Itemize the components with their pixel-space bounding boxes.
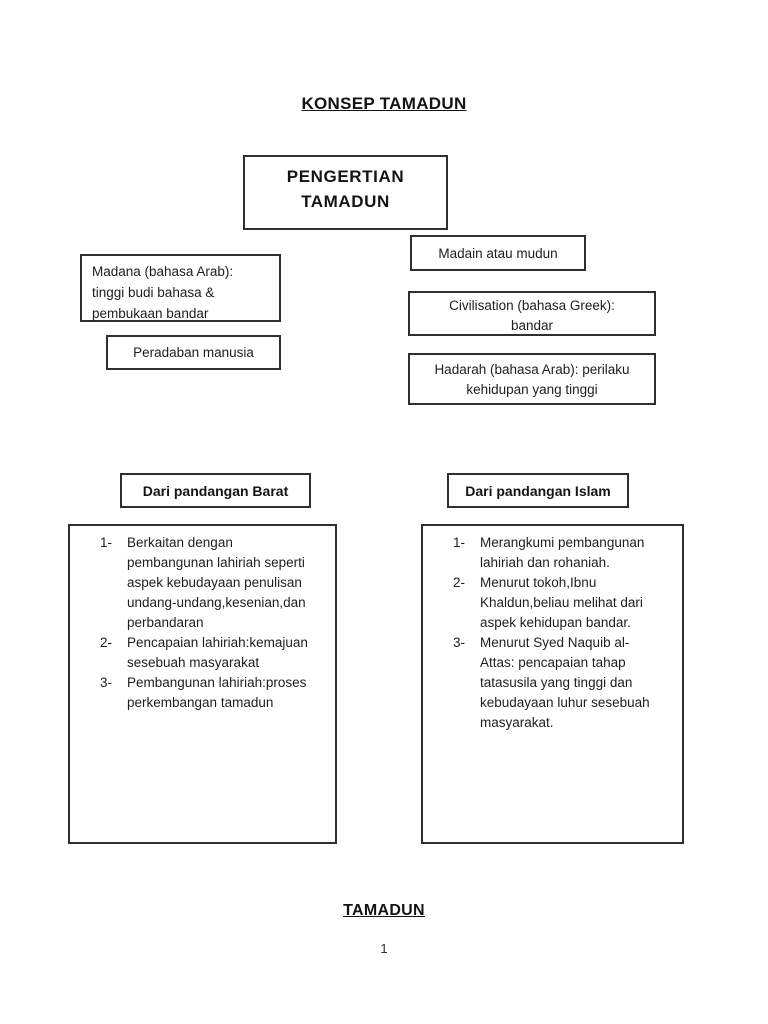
list-item-text: Menurut Syed Naquib al- Attas: pencapaia… xyxy=(480,635,650,730)
hadarah-bahasa-arab-box: Hadarah (bahasa Arab): perilaku kehidupa… xyxy=(408,353,656,405)
list-item-number: 2- xyxy=(100,635,113,650)
footer-heading: TAMADUN xyxy=(343,902,425,919)
page-title: KONSEP TAMADUN xyxy=(301,94,467,113)
list-item: 2- Pencapaian lahiriah:kemajuan sesebuah… xyxy=(100,633,327,673)
civilisation-bahasa-greek-box: Civilisation (bahasa Greek): bandar xyxy=(408,291,656,336)
list-item: 3- Menurut Syed Naquib al- Attas: pencap… xyxy=(453,633,674,733)
list-item-number: 1- xyxy=(453,535,466,550)
pengertian-tamadun-box: PENGERTIAN TAMADUN xyxy=(243,155,448,230)
peradaban-manusia-box: Peradaban manusia xyxy=(106,335,281,370)
list-item-number: 1- xyxy=(100,535,113,550)
islam-definition-box: 1- Merangkumi pembangunan lahiriah dan r… xyxy=(421,524,684,844)
list-item-text: Berkaitan dengan pembangunan lahiriah se… xyxy=(127,535,306,630)
heading-dari-pandangan-barat: Dari pandangan Barat xyxy=(120,473,311,508)
madana-bahasa-arab-box: Madana (bahasa Arab): tinggi budi bahasa… xyxy=(80,254,281,322)
page-number: 1 xyxy=(380,941,388,956)
list-item-text: Pembangunan lahiriah:proses perkembangan… xyxy=(127,675,307,710)
list-item: 2- Menurut tokoh,Ibnu Khaldun,beliau mel… xyxy=(453,573,674,633)
list-item: 3- Pembangunan lahiriah:proses perkemban… xyxy=(100,673,327,713)
heading-dari-pandangan-islam: Dari pandangan Islam xyxy=(447,473,629,508)
list-item-text: Menurut tokoh,Ibnu Khaldun,beliau meliha… xyxy=(480,575,643,630)
list-item-text: Merangkumi pembangunan lahiriah dan roha… xyxy=(480,535,645,570)
list-item: 1- Merangkumi pembangunan lahiriah dan r… xyxy=(453,533,674,573)
list-item: 1- Berkaitan dengan pembangunan lahiriah… xyxy=(100,533,327,633)
list-item-text: Pencapaian lahiriah:kemajuan sesebuah ma… xyxy=(127,635,308,670)
list-item-number: 3- xyxy=(100,675,113,690)
madain-atau-mudun-box: Madain atau mudun xyxy=(410,235,586,271)
barat-definition-box: 1- Berkaitan dengan pembangunan lahiriah… xyxy=(68,524,337,844)
list-item-number: 2- xyxy=(453,575,466,590)
list-item-number: 3- xyxy=(453,635,466,650)
